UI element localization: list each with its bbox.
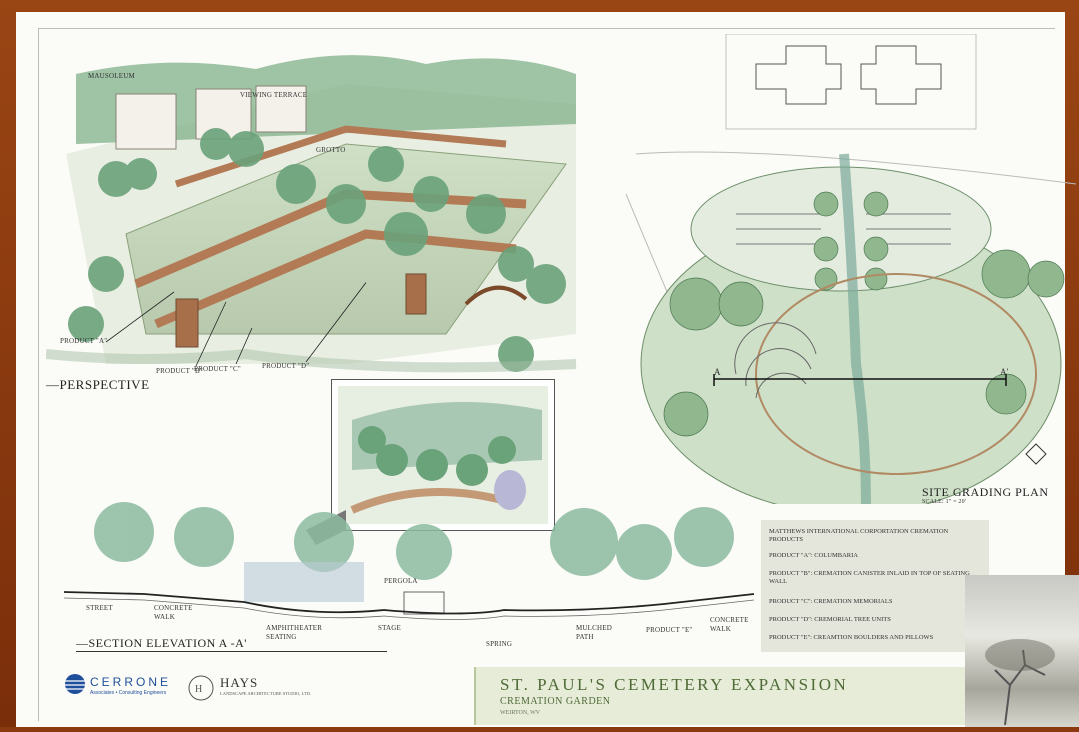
hays-tagline: LANDSCAPE ARCHITECTURE STUDIO, LTD. bbox=[220, 691, 311, 696]
label-product-e: PRODUCT "E" bbox=[646, 626, 693, 634]
hays-logo: H HAYS LANDSCAPE ARCHITECTURE STUDIO, LT… bbox=[188, 673, 338, 713]
section-caption-text: SECTION ELEVATION A -A' bbox=[88, 636, 247, 650]
label-mausoleum: MAUSOLEUM bbox=[88, 72, 135, 80]
section-marker-left: A bbox=[714, 367, 721, 377]
legend-item-e: PRODUCT "E": CREAMTION BOULDERS AND PILL… bbox=[769, 634, 934, 641]
cerrone-name: CERRONE bbox=[90, 675, 172, 689]
perspective-caption-text: PERSPECTIVE bbox=[59, 377, 150, 392]
cerrone-logo-mark-icon bbox=[64, 674, 86, 694]
project-location: WEIRTON, WV bbox=[500, 710, 541, 716]
site-plan-caption: SITE GRADING PLAN bbox=[922, 485, 1049, 499]
label-viewing-terrace: VIEWING TERRACE bbox=[240, 91, 308, 99]
perspective-leader-lines bbox=[105, 281, 366, 367]
svg-text:H: H bbox=[195, 684, 202, 695]
project-title: ST. PAUL'S CEMETERY EXPANSION bbox=[500, 675, 849, 694]
label-amphitheater: AMPHITHEATER SEATING bbox=[266, 624, 323, 641]
legend-item-d: PRODUCT "D": CREMORIAL TREE UNITS bbox=[769, 616, 891, 623]
bridge bbox=[464, 285, 528, 306]
legend-heading: MATTHEWS INTERNATIONAL CORPORTATION CREM… bbox=[769, 528, 949, 543]
perspective-caption: —PERSPECTIVE bbox=[46, 377, 150, 392]
cerrone-logo: CERRONE Associates • Consulting Engineer… bbox=[64, 673, 174, 713]
label-concrete-walk-1: CONCRETE WALK bbox=[154, 604, 193, 621]
tree-silhouette-icon bbox=[985, 639, 1055, 726]
label-product-b: PRODUCT "B" bbox=[156, 367, 203, 375]
site-grading-plan-illustration bbox=[625, 34, 1077, 504]
presentation-board: MAUSOLEUM VIEWING TERRACE GROTTO PRODUCT… bbox=[16, 12, 1077, 727]
perspective-illustration bbox=[46, 55, 577, 373]
label-mulched-path: MULCHED PATH bbox=[576, 624, 613, 641]
label-street: STREET bbox=[86, 604, 113, 612]
inset-illustration bbox=[338, 386, 548, 524]
section-elevation-illustration bbox=[64, 502, 754, 620]
label-product-d: PRODUCT "D" bbox=[262, 362, 310, 370]
label-product-c: PRODUCT "C" bbox=[194, 365, 241, 373]
label-concrete-walk-2: CONCRETE WALK bbox=[710, 616, 749, 633]
tree-photo bbox=[965, 575, 1079, 727]
pergola bbox=[403, 591, 445, 615]
section-caption: —SECTION ELEVATION A -A' bbox=[76, 636, 387, 652]
site-plan-scale: SCALE: 1" = 20' bbox=[922, 499, 967, 505]
legend-item-c: PRODUCT "C": CREMATION MEMORIALS bbox=[769, 598, 893, 605]
section-marker-right: A' bbox=[1000, 367, 1009, 377]
project-subtitle: CREMATION GARDEN bbox=[500, 696, 611, 707]
product-legend: MATTHEWS INTERNATIONAL CORPORTATION CREM… bbox=[761, 520, 989, 652]
inset-view-frame bbox=[331, 379, 555, 531]
label-spring: SPRING bbox=[486, 640, 513, 648]
label-grotto: GROTTO bbox=[316, 146, 346, 154]
board-border bbox=[38, 28, 1055, 721]
hays-name: HAYS bbox=[220, 675, 259, 690]
title-block: ST. PAUL'S CEMETERY EXPANSION CREMATION … bbox=[474, 667, 981, 725]
cerrone-tagline: Associates • Consulting Engineers bbox=[90, 690, 167, 696]
hays-logo-mark-icon: H bbox=[188, 675, 214, 701]
label-stage: STAGE bbox=[378, 624, 401, 632]
legend-item-b: PRODUCT "B": CREMATION CANISTER INLAID I… bbox=[769, 570, 970, 585]
mausoleum-building bbox=[115, 93, 177, 150]
label-product-a: PRODUCT "A" bbox=[60, 337, 108, 345]
legend-item-a: PRODUCT "A": COLUMBARIA bbox=[769, 552, 858, 559]
label-pergola: PERGOLA bbox=[384, 577, 418, 585]
